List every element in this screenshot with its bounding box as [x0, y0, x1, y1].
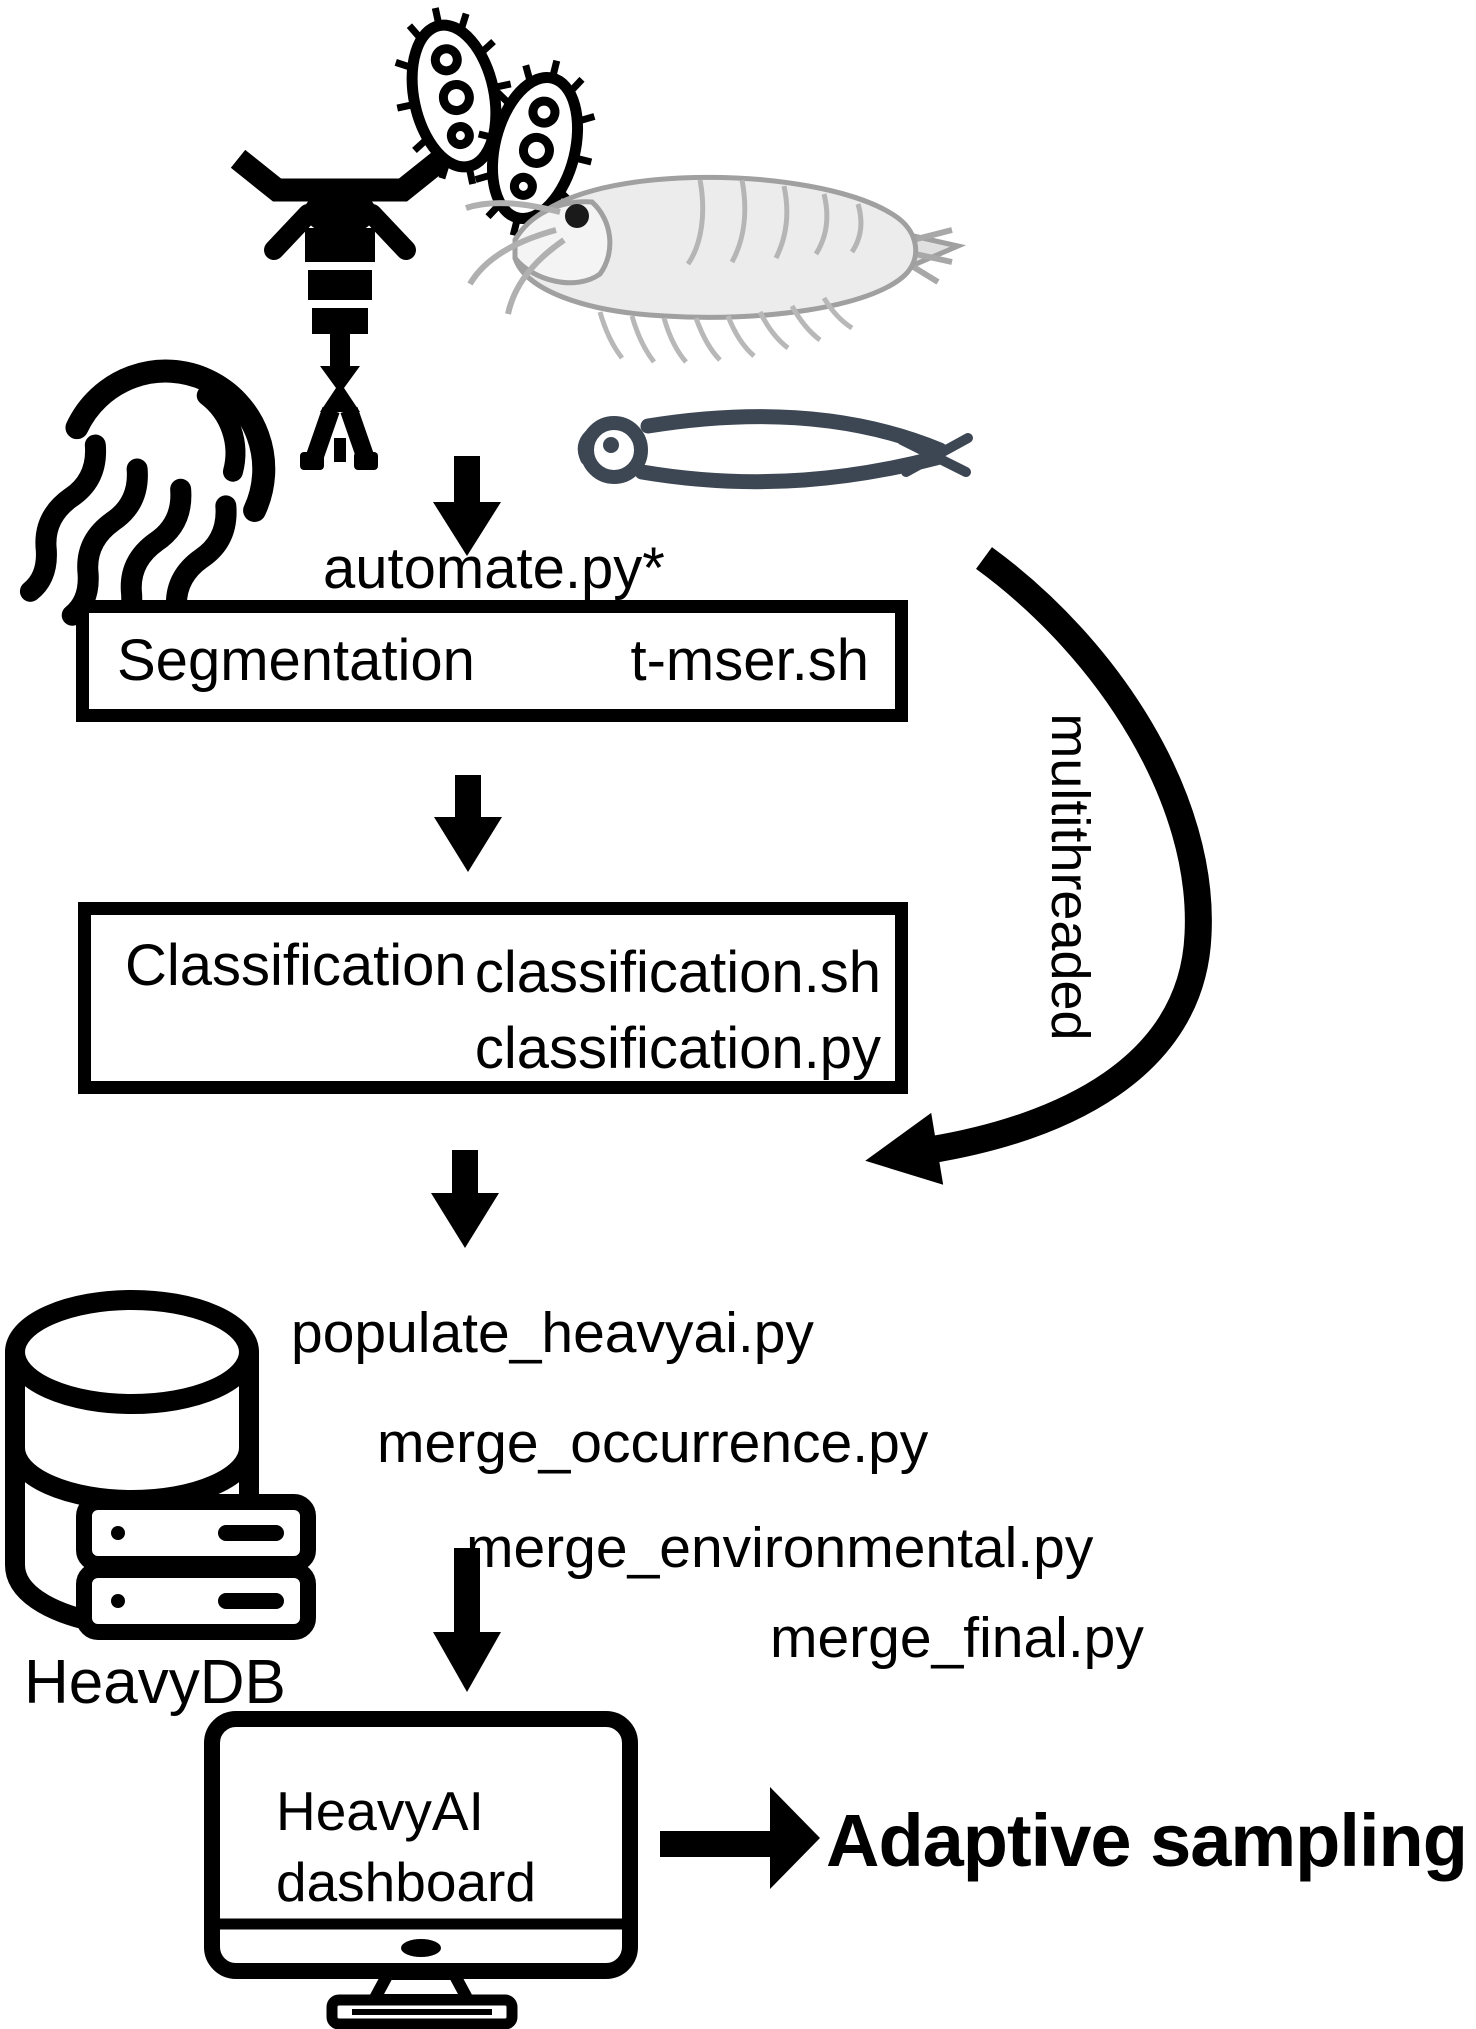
segmentation-script-label: t-mser.sh — [630, 628, 870, 693]
dashboard-label: HeavyAI dashboard — [276, 1776, 536, 1918]
flow-arrow-4 — [433, 1548, 501, 1692]
database-icon — [4, 1290, 316, 1640]
classification-label: Classification — [125, 933, 467, 998]
dashboard-label-line2: dashboard — [276, 1851, 536, 1913]
flow-arrow-2 — [434, 775, 502, 872]
merge-occurrence-script-label: merge_occurrence.py — [377, 1411, 929, 1475]
jellyfish-icon — [19, 359, 276, 663]
krill-icon — [465, 174, 967, 364]
adaptive-sampling-label: Adaptive sampling — [826, 1799, 1468, 1882]
dashboard-label-line1: HeavyAI — [276, 1780, 484, 1842]
merge-final-script-label: merge_final.py — [770, 1606, 1144, 1670]
classification-sh-label: classification.sh — [474, 940, 881, 1005]
monitor-icon — [204, 1711, 638, 2029]
flow-arrow-1 — [433, 456, 501, 556]
classification-box: Classification classification.sh classif… — [78, 902, 908, 1094]
segmentation-box: Segmentation t-mser.sh — [76, 600, 908, 722]
segmentation-label: Segmentation — [117, 628, 475, 693]
copepod-icon — [230, 149, 450, 470]
multithreaded-label: multithreaded — [1040, 713, 1100, 1041]
automate-script-label: automate.py* — [323, 536, 665, 601]
merge-environmental-script-label: merge_environmental.py — [466, 1516, 1094, 1580]
heavydb-label: HeavyDB — [24, 1648, 286, 1717]
populate-heavyai-script-label: populate_heavyai.py — [291, 1301, 814, 1365]
server-rack-icon — [76, 1494, 316, 1640]
bacteria-icon — [394, 7, 596, 237]
result-arrow — [660, 1787, 820, 1889]
classification-py-label: classification.py — [474, 1016, 881, 1081]
flow-arrow-3 — [431, 1150, 499, 1248]
classification-scripts: classification.sh classification.py — [475, 935, 881, 1087]
fish-larva-icon — [577, 409, 973, 490]
multithreaded-loop-arrow — [865, 547, 1212, 1185]
